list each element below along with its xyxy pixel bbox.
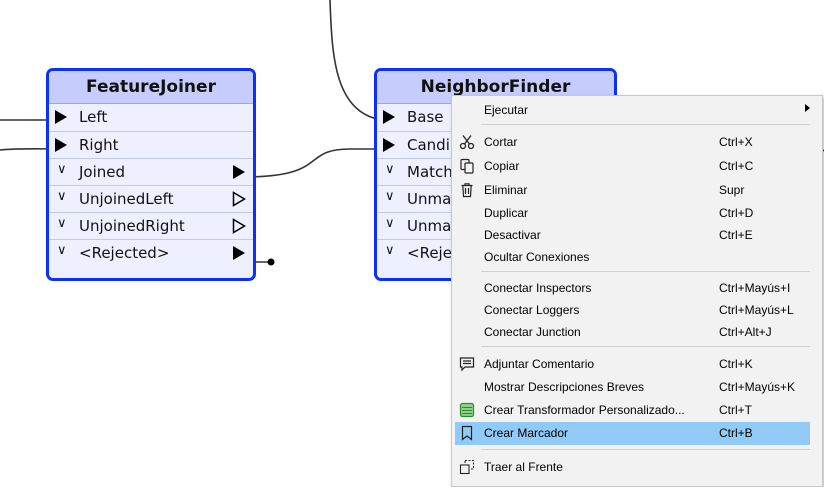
menu-item-label: Duplicar bbox=[484, 206, 529, 220]
port-label: Joined bbox=[79, 163, 126, 181]
connection-line bbox=[329, 0, 391, 122]
bookmark-icon bbox=[461, 425, 473, 441]
port-label: <Rejected> bbox=[79, 244, 170, 262]
menu-separator bbox=[481, 449, 810, 450]
port-label: UnjoinedRight bbox=[79, 217, 185, 235]
copy-icon bbox=[460, 158, 474, 174]
input-arrow-icon bbox=[55, 110, 67, 124]
menu-item-duplicar[interactable]: Duplicar Ctrl+D bbox=[455, 202, 810, 224]
custom-transformer-icon bbox=[459, 402, 475, 418]
menu-item-mostrar-descripciones[interactable]: Mostrar Descripciones Breves Ctrl+Mayús+… bbox=[455, 376, 810, 398]
port-label: <Reje bbox=[407, 244, 452, 262]
menu-item-shortcut: Ctrl+D bbox=[719, 206, 754, 220]
input-port-left[interactable]: Left bbox=[49, 104, 253, 131]
menu-item-label: Conectar Loggers bbox=[484, 303, 580, 317]
port-label: Left bbox=[79, 108, 108, 126]
node-body: FeatureJoiner Left Right ∨ Joined ∨ Unjo… bbox=[49, 71, 253, 278]
menu-item-shortcut: Ctrl+Mayús+L bbox=[719, 303, 794, 317]
menu-item-eliminar[interactable]: Eliminar Supr bbox=[455, 179, 810, 201]
port-label: Unma bbox=[407, 190, 452, 208]
chevron-down-icon[interactable]: ∨ bbox=[57, 162, 67, 177]
menu-item-shortcut: Ctrl+X bbox=[719, 135, 753, 149]
port-label: Base bbox=[407, 108, 444, 126]
menu-item-label: Copiar bbox=[484, 159, 520, 173]
menu-item-shortcut: Ctrl+C bbox=[719, 159, 754, 173]
menu-item-adjuntar-comentario[interactable]: Adjuntar Comentario Ctrl+K bbox=[455, 353, 810, 375]
menu-item-shortcut: Ctrl+Alt+J bbox=[719, 325, 772, 339]
chevron-down-icon[interactable]: ∨ bbox=[57, 243, 67, 258]
chevron-down-icon[interactable]: ∨ bbox=[57, 216, 67, 231]
menu-item-label: Eliminar bbox=[484, 183, 528, 197]
output-arrow-icon[interactable] bbox=[233, 246, 245, 260]
comment-icon bbox=[459, 357, 475, 372]
menu-item-label: Ejecutar bbox=[484, 103, 529, 117]
menu-item-shortcut: Ctrl+B bbox=[719, 426, 753, 440]
menu-item-label: Crear Transformador Personalizado... bbox=[484, 403, 685, 417]
chevron-down-icon[interactable]: ∨ bbox=[385, 243, 395, 258]
node-title: FeatureJoiner bbox=[49, 71, 253, 104]
port-label: Match bbox=[407, 163, 453, 181]
output-port-rejected[interactable]: ∨ <Rejected> bbox=[49, 239, 253, 266]
menu-item-conectar-junction[interactable]: Conectar Junction Ctrl+Alt+J bbox=[455, 321, 810, 343]
menu-item-shortcut: Ctrl+Mayús+K bbox=[719, 380, 796, 394]
output-arrow-hollow-icon[interactable] bbox=[232, 218, 246, 234]
menu-item-shortcut: Ctrl+E bbox=[719, 228, 753, 242]
chevron-down-icon[interactable]: ∨ bbox=[385, 162, 395, 177]
menu-item-copiar[interactable]: Copiar Ctrl+C bbox=[455, 155, 810, 177]
input-arrow-icon bbox=[383, 138, 395, 152]
chevron-down-icon[interactable]: ∨ bbox=[57, 189, 67, 204]
menu-item-label: Ocultar Conexiones bbox=[484, 250, 590, 264]
submenu-arrow-icon bbox=[805, 104, 810, 112]
context-menu: Ejecutar Cortar Ctrl+X Copiar Ctrl+C Eli… bbox=[451, 95, 823, 487]
menu-item-shortcut: Supr bbox=[719, 183, 745, 197]
menu-item-label: Mostrar Descripciones Breves bbox=[484, 380, 645, 394]
menu-item-label: Desactivar bbox=[484, 228, 541, 242]
menu-item-ocultar-conexiones[interactable]: Ocultar Conexiones bbox=[455, 246, 810, 268]
menu-item-label: Traer al Frente bbox=[484, 460, 563, 474]
menu-item-label: Conectar Junction bbox=[484, 325, 581, 339]
connection-line bbox=[242, 148, 390, 178]
trash-icon bbox=[461, 183, 473, 198]
menu-item-label: Adjuntar Comentario bbox=[484, 357, 595, 371]
scissors-icon bbox=[459, 135, 475, 150]
menu-separator bbox=[481, 271, 810, 272]
menu-item-crear-transformador[interactable]: Crear Transformador Personalizado... Ctr… bbox=[455, 399, 810, 421]
input-arrow-icon bbox=[55, 138, 67, 152]
menu-item-shortcut: Ctrl+K bbox=[719, 357, 753, 371]
input-port-right[interactable]: Right bbox=[49, 131, 253, 158]
chevron-down-icon[interactable]: ∨ bbox=[385, 216, 395, 231]
port-label: Right bbox=[79, 136, 119, 154]
menu-item-traer-al-frente[interactable]: Traer al Frente bbox=[455, 456, 810, 478]
port-label: Candi bbox=[407, 136, 450, 154]
output-port-joined[interactable]: ∨ Joined bbox=[49, 158, 253, 185]
menu-item-label: Crear Marcador bbox=[484, 426, 569, 440]
menu-item-ejecutar[interactable]: Ejecutar bbox=[455, 99, 810, 121]
menu-separator bbox=[481, 124, 810, 125]
menu-item-desactivar[interactable]: Desactivar Ctrl+E bbox=[455, 224, 810, 246]
menu-item-crear-marcador[interactable]: Crear Marcador Ctrl+B bbox=[455, 422, 810, 445]
menu-item-conectar-inspectors[interactable]: Conectar Inspectors Ctrl+Mayús+I bbox=[455, 277, 810, 299]
output-port-unjoinedleft[interactable]: ∨ UnjoinedLeft bbox=[49, 185, 253, 212]
port-label: Unma bbox=[407, 217, 452, 235]
menu-item-shortcut: Ctrl+Mayús+I bbox=[719, 281, 791, 295]
output-port-unjoinedright[interactable]: ∨ UnjoinedRight bbox=[49, 212, 253, 239]
bring-to-front-icon bbox=[459, 459, 475, 475]
output-arrow-hollow-icon[interactable] bbox=[232, 191, 246, 207]
connection-end-dot bbox=[267, 258, 275, 266]
menu-item-cortar[interactable]: Cortar Ctrl+X bbox=[455, 131, 810, 153]
menu-item-label: Conectar Inspectors bbox=[484, 281, 592, 295]
port-label: UnjoinedLeft bbox=[79, 190, 174, 208]
chevron-down-icon[interactable]: ∨ bbox=[385, 189, 395, 204]
menu-separator bbox=[481, 346, 810, 347]
menu-item-shortcut: Ctrl+T bbox=[719, 403, 752, 417]
output-arrow-icon[interactable] bbox=[233, 165, 245, 179]
menu-item-conectar-loggers[interactable]: Conectar Loggers Ctrl+Mayús+L bbox=[455, 299, 810, 321]
menu-item-label: Cortar bbox=[484, 135, 518, 149]
transformer-node-featurejoiner[interactable]: FeatureJoiner Left Right ∨ Joined ∨ Unjo… bbox=[46, 68, 256, 281]
input-arrow-icon bbox=[383, 110, 395, 124]
input-port-base[interactable]: Base bbox=[377, 104, 614, 131]
